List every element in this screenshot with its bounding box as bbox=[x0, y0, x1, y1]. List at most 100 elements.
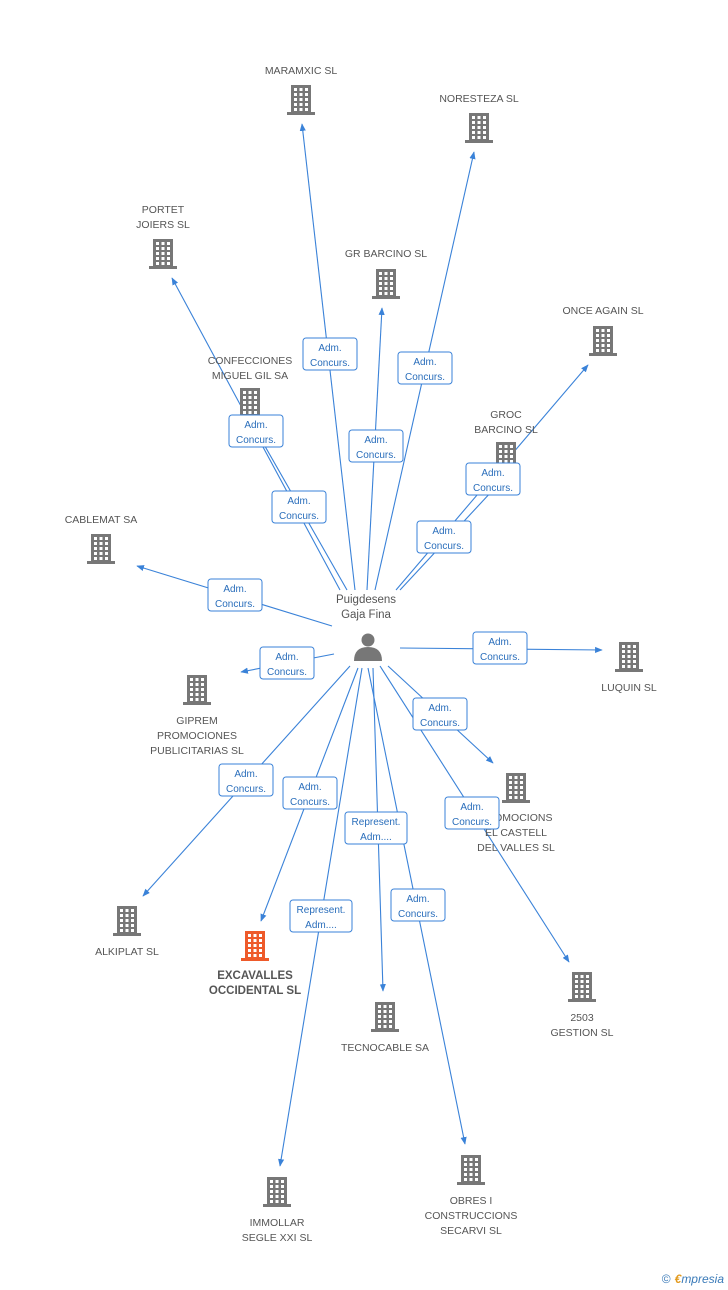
edge-label-box bbox=[218, 763, 274, 797]
company-node-tecnocable[interactable]: TECNOCABLE SA bbox=[341, 1002, 429, 1054]
company-name: GR BARCINO SL bbox=[345, 248, 427, 260]
company-name: EL CASTELL bbox=[485, 827, 547, 839]
edge-label-text: Adm.... bbox=[360, 832, 392, 843]
building-icon bbox=[502, 773, 530, 803]
company-node-alkiplat[interactable]: ALKIPLAT SL bbox=[95, 906, 159, 958]
company-node-luquin[interactable]: LUQUIN SL bbox=[601, 642, 657, 694]
edge-label-box bbox=[282, 776, 338, 810]
edge-label-text: Adm. bbox=[223, 584, 246, 595]
edge-label-box bbox=[289, 899, 353, 933]
edge-label-text: Concurs. bbox=[424, 541, 464, 552]
company-node-cablemat[interactable]: CABLEMAT SA bbox=[65, 514, 138, 564]
edge-label-box bbox=[412, 697, 468, 731]
company-name: 2503 bbox=[570, 1012, 594, 1024]
company-node-onceagain[interactable]: ONCE AGAIN SL bbox=[562, 305, 644, 356]
edge-label-promocions[interactable]: Adm.Concurs. bbox=[412, 697, 468, 731]
edge-label-text: Concurs. bbox=[452, 817, 492, 828]
company-node-maramxic[interactable]: MARAMXIC SL bbox=[265, 65, 338, 115]
edge-label-text: Represent. bbox=[297, 905, 346, 916]
company-node-grbarcino[interactable]: GR BARCINO SL bbox=[345, 248, 427, 299]
edge-label-portet[interactable]: Adm.Concurs. bbox=[228, 414, 284, 448]
edge-label-obres[interactable]: Adm. Concurs. bbox=[390, 888, 446, 922]
edge-label-cablemat[interactable]: Adm. Concurs. bbox=[207, 578, 263, 612]
edge-label-box bbox=[397, 351, 453, 385]
building-icon bbox=[371, 1002, 399, 1032]
company-name: NORESTEZA SL bbox=[439, 93, 519, 105]
edge-label-grocbarcino[interactable]: Adm.Concurs. bbox=[465, 462, 521, 496]
edge-label-text: Adm. bbox=[413, 357, 436, 368]
edge-label-immollar[interactable]: Represent. Adm.... bbox=[289, 899, 353, 933]
company-name: PUBLICITARIAS SL bbox=[150, 745, 244, 757]
edge-label-text: Adm. bbox=[244, 420, 267, 431]
edge-label-excavalles[interactable]: Adm.Concurs. bbox=[282, 776, 338, 810]
edge-label-text: Concurs. bbox=[215, 599, 255, 610]
company-name: GROC bbox=[490, 409, 522, 421]
edge-label-text: Concurs. bbox=[226, 784, 266, 795]
company-node-noresteza[interactable]: NORESTEZA SL bbox=[439, 93, 519, 143]
company-name: IMMOLLAR bbox=[250, 1217, 305, 1229]
edge-label-text: Adm. bbox=[234, 769, 257, 780]
edge-label-text: Adm. bbox=[318, 343, 341, 354]
company-node-immollar[interactable]: IMMOLLAR SEGLE XXI SL bbox=[242, 1177, 313, 1244]
edge-label-maramxic[interactable]: Adm.Concurs. bbox=[302, 337, 358, 371]
edge-label-text: Concurs. bbox=[356, 450, 396, 461]
edge-label-box bbox=[259, 646, 315, 680]
edge-label-giprem[interactable]: Adm.Concurs. bbox=[259, 646, 315, 680]
company-name: OCCIDENTAL SL bbox=[209, 985, 301, 997]
company-name: OBRES I bbox=[450, 1195, 493, 1207]
company-name: CABLEMAT SA bbox=[65, 514, 138, 526]
edge-label-luquin[interactable]: Adm. Concurs. bbox=[472, 631, 528, 665]
building-icon bbox=[183, 675, 211, 705]
company-name: SECARVI SL bbox=[440, 1225, 502, 1237]
building-icon bbox=[263, 1177, 291, 1207]
edge-label-onceagain[interactable]: Adm.Concurs. bbox=[416, 520, 472, 554]
edge-label-grbarcino[interactable]: Adm.Concurs. bbox=[348, 429, 404, 463]
building-icon bbox=[615, 642, 643, 672]
company-name: MIGUEL GIL SA bbox=[212, 370, 288, 382]
brand-footer[interactable]: ©€mpresia bbox=[662, 1272, 724, 1286]
edge-label-text: Concurs. bbox=[420, 718, 460, 729]
edge-label-box bbox=[271, 490, 327, 524]
copyright-symbol: © bbox=[661, 1272, 671, 1286]
person-icon bbox=[354, 633, 382, 661]
edge-label-box bbox=[344, 811, 408, 845]
edge-label-text: Concurs. bbox=[480, 652, 520, 663]
building-icon bbox=[372, 269, 400, 299]
edge-label-text: Adm.... bbox=[305, 920, 337, 931]
edge-label-text: Concurs. bbox=[398, 909, 438, 920]
edge-label-gestion2503[interactable]: Adm.Concurs. bbox=[444, 796, 500, 830]
company-name: DEL VALLES SL bbox=[477, 842, 555, 854]
building-icon bbox=[236, 388, 264, 418]
person-name: Puigdesens bbox=[336, 594, 396, 606]
company-name: GIPREM bbox=[176, 715, 217, 727]
building-icon bbox=[241, 931, 269, 961]
company-name: ALKIPLAT SL bbox=[95, 946, 159, 958]
edge-labels-layer: Adm. Concurs. Adm. Concurs. Adm. Concurs. Adm.… bbox=[207, 337, 528, 933]
edge-label-alkiplat[interactable]: Adm. Concurs. bbox=[218, 763, 274, 797]
edge-label-tecnocable[interactable]: Represent.Adm.... bbox=[344, 811, 408, 845]
edge-label-box bbox=[348, 429, 404, 463]
edge-label-box bbox=[207, 578, 263, 612]
person-name: Gaja Fina bbox=[341, 609, 391, 621]
edge-label-text: Adm. bbox=[481, 468, 504, 479]
building-icon bbox=[113, 906, 141, 936]
edge-label-text: Adm. bbox=[275, 652, 298, 663]
edge-label-box bbox=[302, 337, 358, 371]
edge-label-box bbox=[228, 414, 284, 448]
edge-label-text: Adm. bbox=[287, 496, 310, 507]
edge-label-box bbox=[465, 462, 521, 496]
company-name: SEGLE XXI SL bbox=[242, 1232, 313, 1244]
edge-label-text: Adm. bbox=[406, 894, 429, 905]
company-name: TECNOCABLE SA bbox=[341, 1042, 429, 1054]
edge-label-noresteza[interactable]: Adm.Concurs. bbox=[397, 351, 453, 385]
edge-label-confecciones[interactable]: Adm.Concurs. bbox=[271, 490, 327, 524]
edge-label-text: Adm. bbox=[488, 637, 511, 648]
